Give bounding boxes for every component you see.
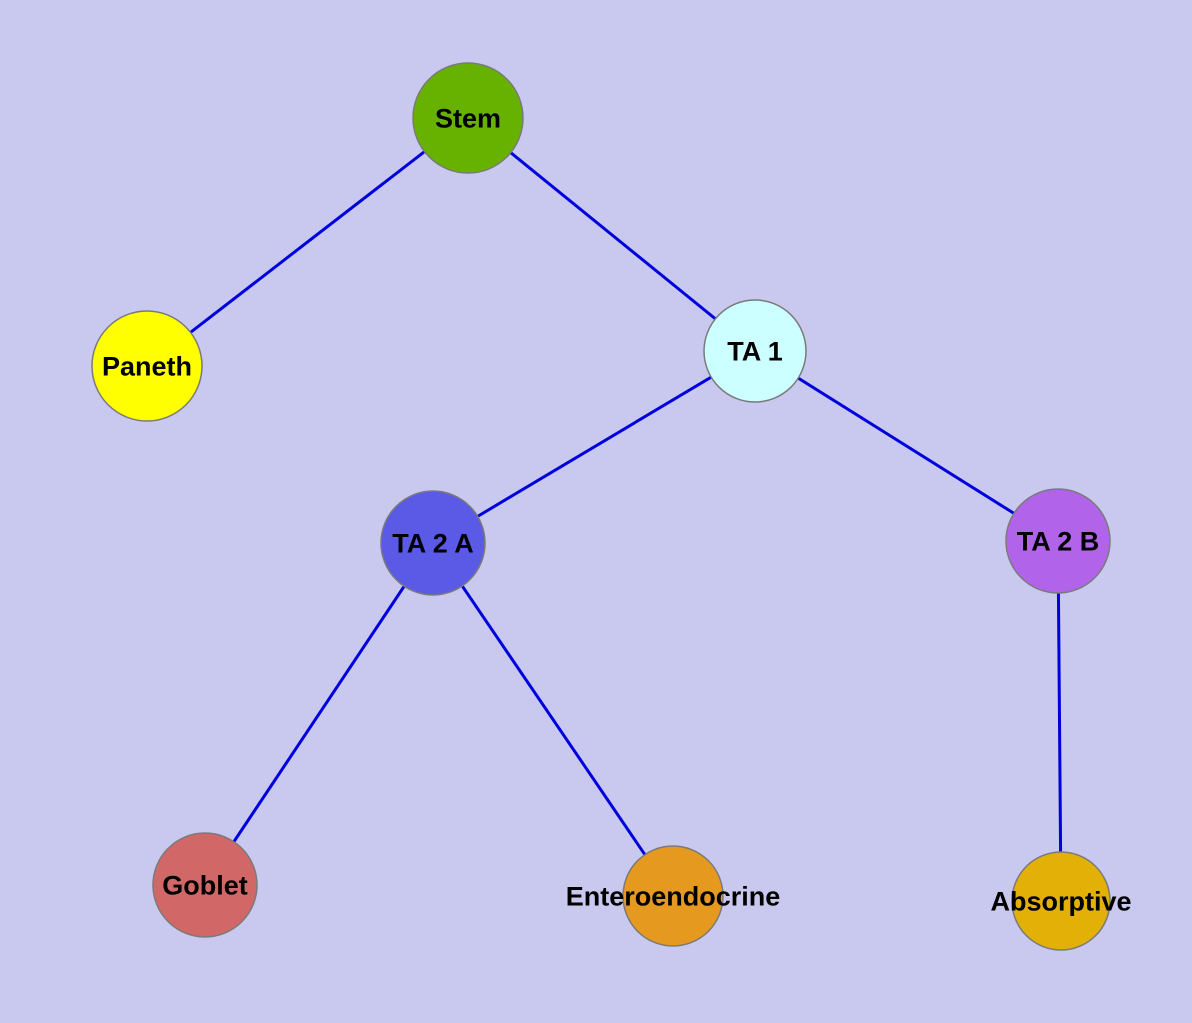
node-circle-stem <box>412 62 524 174</box>
node-paneth: Paneth <box>91 310 203 422</box>
edge-ta1-ta2a <box>432 349 756 545</box>
node-circle-enteroendocrine <box>622 845 724 947</box>
node-circle-ta1 <box>703 299 807 403</box>
edge-ta1-ta2b <box>754 349 1059 543</box>
node-circle-paneth <box>91 310 203 422</box>
node-ta2b: TA 2 B <box>1005 488 1111 594</box>
edge-ta2a-enteroendocrine <box>431 542 675 897</box>
node-goblet: Goblet <box>152 832 258 938</box>
node-circle-absorptive <box>1011 851 1111 951</box>
node-circle-ta2b <box>1005 488 1111 594</box>
edge-ta2b-absorptive <box>1056 540 1063 902</box>
node-ta2a: TA 2 A <box>380 490 486 596</box>
edge-stem-ta1 <box>467 116 756 353</box>
node-circle-ta2a <box>380 490 486 596</box>
node-circle-goblet <box>152 832 258 938</box>
node-stem: Stem <box>412 62 524 174</box>
node-ta1: TA 1 <box>703 299 807 403</box>
edges-layer <box>146 116 1063 902</box>
edge-ta2a-goblet <box>203 542 435 886</box>
node-absorptive: Absorptive <box>990 851 1132 951</box>
node-enteroendocrine: Enteroendocrine <box>566 845 780 947</box>
edge-stem-paneth <box>146 116 469 368</box>
